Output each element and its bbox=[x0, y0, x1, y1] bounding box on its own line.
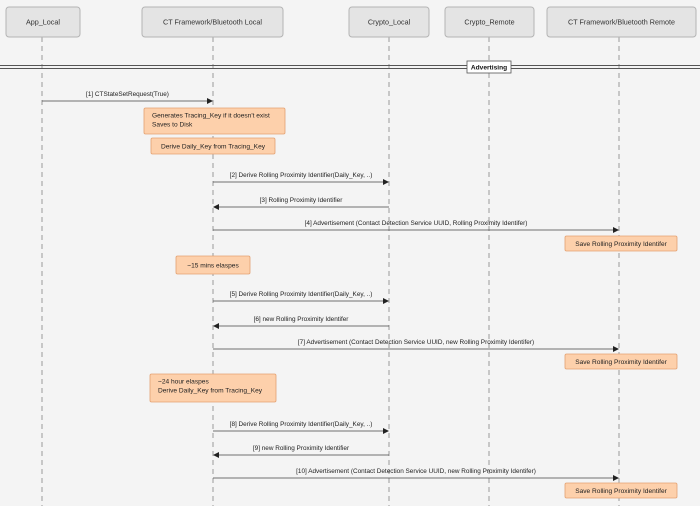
note-2: Derive Daily_Key from Tracing_Key bbox=[150, 137, 276, 155]
message-3: [3] Rolling Proximity Identifier bbox=[213, 197, 389, 210]
message-arrowhead bbox=[383, 298, 389, 304]
note-box bbox=[150, 137, 276, 155]
message-label: [10] Advertisement (Contact Detection Se… bbox=[296, 468, 536, 475]
participant-box bbox=[348, 6, 430, 38]
notes: Generates Tracing_Key if it doesn't exis… bbox=[143, 107, 678, 499]
note-text: Derive Daily_Key from Tracing_Key bbox=[158, 388, 263, 395]
note-7: Save Rolling Proximity Identifer bbox=[564, 482, 678, 499]
note-box bbox=[564, 353, 678, 370]
message-8: [8] Derive Rolling Proximity Identifier(… bbox=[213, 421, 389, 434]
message-label: [2] Derive Rolling Proximity Identifier(… bbox=[230, 172, 373, 179]
participants: App_Local CT Framework/Bluetooth Local Cry… bbox=[5, 6, 697, 38]
note-box bbox=[564, 482, 678, 499]
participant-label: App_Local bbox=[26, 18, 60, 27]
message-4: [4] Advertisement (Contact Detection Ser… bbox=[213, 220, 619, 233]
participant-box bbox=[444, 6, 535, 38]
participant-ctl: CT Framework/Bluetooth Local bbox=[141, 6, 284, 38]
participant-ctr: CT Framework/Bluetooth Remote bbox=[546, 6, 697, 38]
participant-app: App_Local bbox=[5, 6, 81, 38]
message-1: [1] CTStateSetRequest(True) bbox=[42, 91, 213, 104]
note-text: Save Rolling Proximity Identifer bbox=[575, 241, 667, 248]
participant-label: CT Framework/Bluetooth Local bbox=[163, 18, 262, 27]
message-label: [6] new Rolling Proximity Identifer bbox=[254, 316, 350, 323]
message-arrowhead bbox=[383, 428, 389, 434]
message-label: [7] Advertisement (Contact Detection Ser… bbox=[298, 339, 534, 346]
divider-label-box bbox=[466, 60, 512, 74]
message-10: [10] Advertisement (Contact Detection Se… bbox=[213, 468, 619, 481]
note-1: Generates Tracing_Key if it doesn't exis… bbox=[143, 107, 286, 135]
note-4: ~15 mins elaspes bbox=[175, 255, 251, 275]
participant-cryr: Crypto_Remote bbox=[444, 6, 535, 38]
messages: [1] CTStateSetRequest(True) [2] Derive Ro… bbox=[42, 91, 619, 481]
note-text: Saves to Disk bbox=[152, 122, 193, 129]
message-arrowhead bbox=[213, 452, 219, 458]
message-9: [9] new Rolling Proximity Identifier bbox=[213, 445, 389, 458]
note-text: Save Rolling Proximity Identifer bbox=[575, 359, 667, 366]
message-5: [5] Derive Rolling Proximity Identifier(… bbox=[213, 291, 389, 304]
message-label: [5] Derive Rolling Proximity Identifier(… bbox=[230, 291, 373, 298]
divider-label: Advertising bbox=[471, 64, 507, 71]
message-2: [2] Derive Rolling Proximity Identifier(… bbox=[213, 172, 389, 185]
message-7: [7] Advertisement (Contact Detection Ser… bbox=[213, 339, 619, 352]
note-text: Derive Daily_Key from Tracing_Key bbox=[161, 143, 266, 150]
participant-label: Crypto_Local bbox=[368, 18, 411, 27]
message-arrowhead bbox=[207, 98, 213, 104]
note-text: Save Rolling Proximity Identifer bbox=[575, 488, 667, 495]
message-arrowhead bbox=[213, 323, 219, 329]
participant-label: Crypto_Remote bbox=[464, 18, 514, 27]
note-text: Generates Tracing_Key if it doesn't exis… bbox=[152, 113, 270, 120]
participant-box bbox=[5, 6, 81, 38]
note-text: ~15 mins elaspes bbox=[187, 262, 239, 269]
note-box bbox=[175, 255, 251, 275]
participant-box bbox=[141, 6, 284, 38]
note-box bbox=[143, 107, 286, 135]
participant-label: CT Framework/Bluetooth Remote bbox=[568, 18, 675, 27]
message-arrowhead bbox=[613, 227, 619, 233]
message-arrowhead bbox=[613, 475, 619, 481]
note-box bbox=[564, 235, 678, 252]
message-arrowhead bbox=[613, 346, 619, 352]
note-3: Save Rolling Proximity Identifer bbox=[564, 235, 678, 252]
message-arrowhead bbox=[383, 179, 389, 185]
participant-cryl: Crypto_Local bbox=[348, 6, 430, 38]
message-label: [8] Derive Rolling Proximity Identifier(… bbox=[230, 421, 373, 428]
message-6: [6] new Rolling Proximity Identifer bbox=[213, 316, 389, 329]
section-divider: Advertising bbox=[0, 60, 700, 74]
note-text: ~24 hour elaspes bbox=[158, 379, 209, 386]
message-label: [9] new Rolling Proximity Identifier bbox=[253, 445, 350, 452]
message-label: [4] Advertisement (Contact Detection Ser… bbox=[305, 220, 528, 227]
note-box bbox=[149, 373, 277, 403]
participant-box bbox=[546, 6, 697, 38]
note-5: Save Rolling Proximity Identifer bbox=[564, 353, 678, 370]
message-label: [3] Rolling Proximity Identifier bbox=[260, 197, 344, 204]
lifelines bbox=[41, 37, 620, 506]
message-arrowhead bbox=[213, 204, 219, 210]
message-label: [1] CTStateSetRequest(True) bbox=[86, 91, 169, 98]
